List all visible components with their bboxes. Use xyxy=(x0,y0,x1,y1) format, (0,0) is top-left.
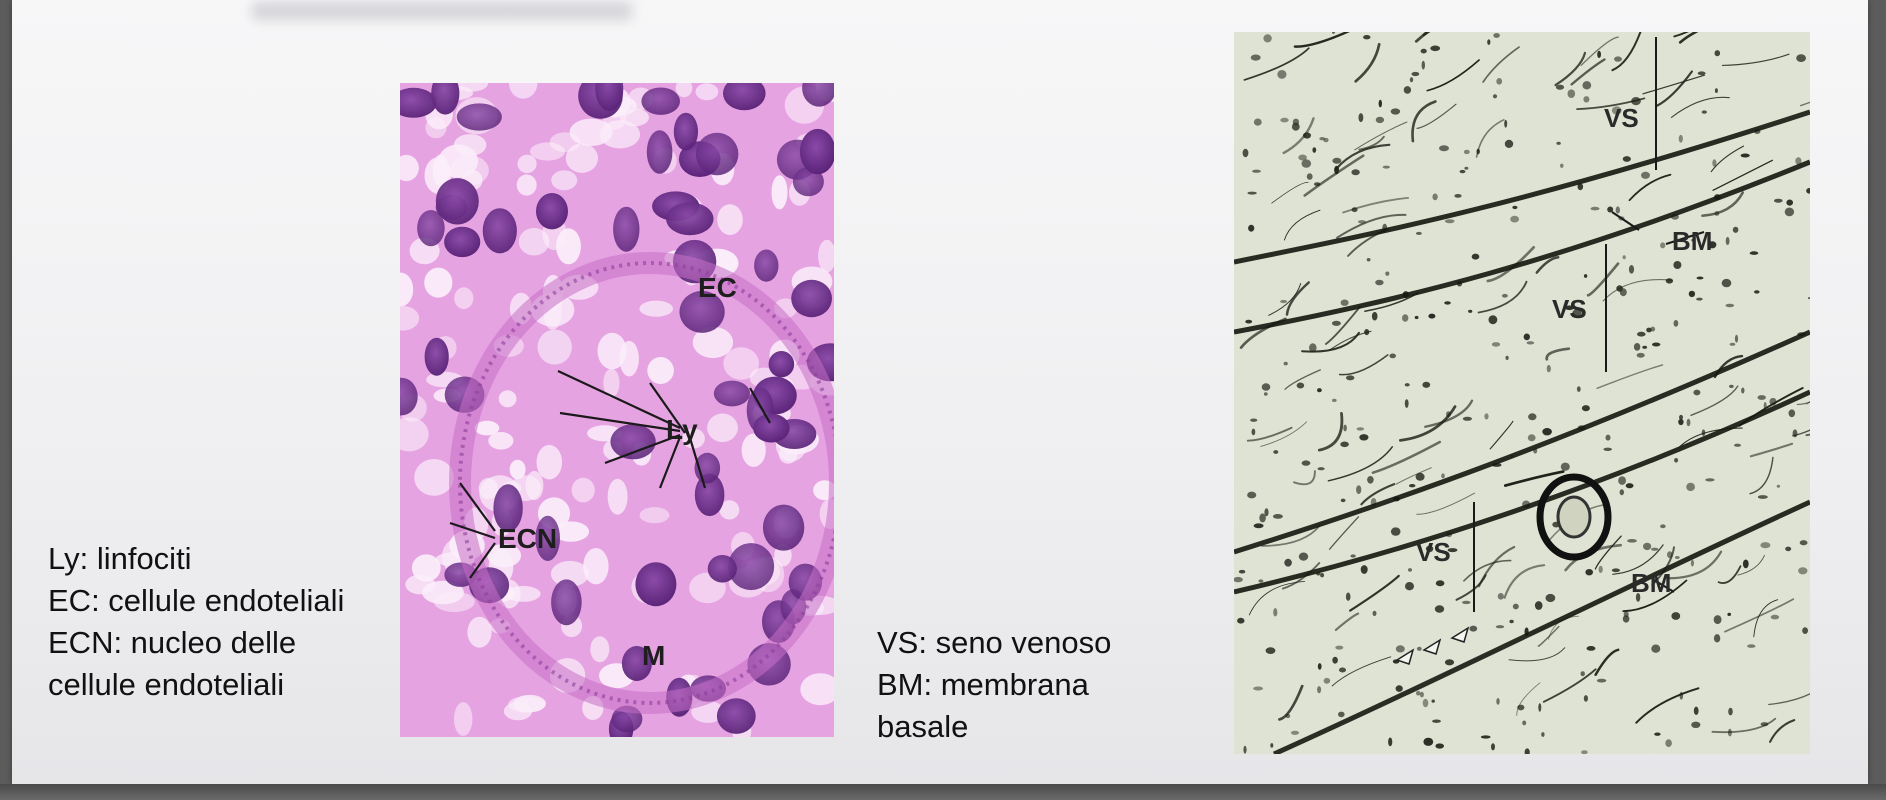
legend-line: VS: seno venoso xyxy=(877,625,1112,660)
label-vs-bottom: VS xyxy=(1416,537,1451,567)
left-legend: Ly: linfociti EC: cellule endoteliali EC… xyxy=(48,538,344,706)
label-ecn: ECN xyxy=(498,523,557,554)
legend-line: cellule endoteliali xyxy=(48,667,285,702)
slide: EC Ly ECN M Ly: linfociti EC: cellule en… xyxy=(12,0,1868,784)
label-vs-middle: VS xyxy=(1552,294,1587,324)
legend-line: ECN: nucleo delle xyxy=(48,625,297,660)
legend-line: basale xyxy=(877,709,969,744)
right-legend: VS: seno venoso BM: membrana basale xyxy=(877,622,1111,748)
legend-line: Ly: linfociti xyxy=(48,541,192,576)
label-bm-upper: BM xyxy=(1672,226,1712,256)
legend-line: EC: cellule endoteliali xyxy=(48,583,345,618)
label-ly: Ly xyxy=(666,414,698,445)
label-bm-lower: BM xyxy=(1631,568,1671,598)
label-ec: EC xyxy=(698,272,737,303)
blurred-title xyxy=(252,2,632,20)
label-m: M xyxy=(642,640,665,671)
label-vs-top: VS xyxy=(1604,103,1639,133)
bottom-bar xyxy=(0,784,1886,800)
he-micrograph: EC Ly ECN M xyxy=(400,83,834,737)
legend-line: BM: membrana xyxy=(877,667,1089,702)
silver-stain-micrograph: VS VS VS BM BM xyxy=(1234,32,1810,754)
